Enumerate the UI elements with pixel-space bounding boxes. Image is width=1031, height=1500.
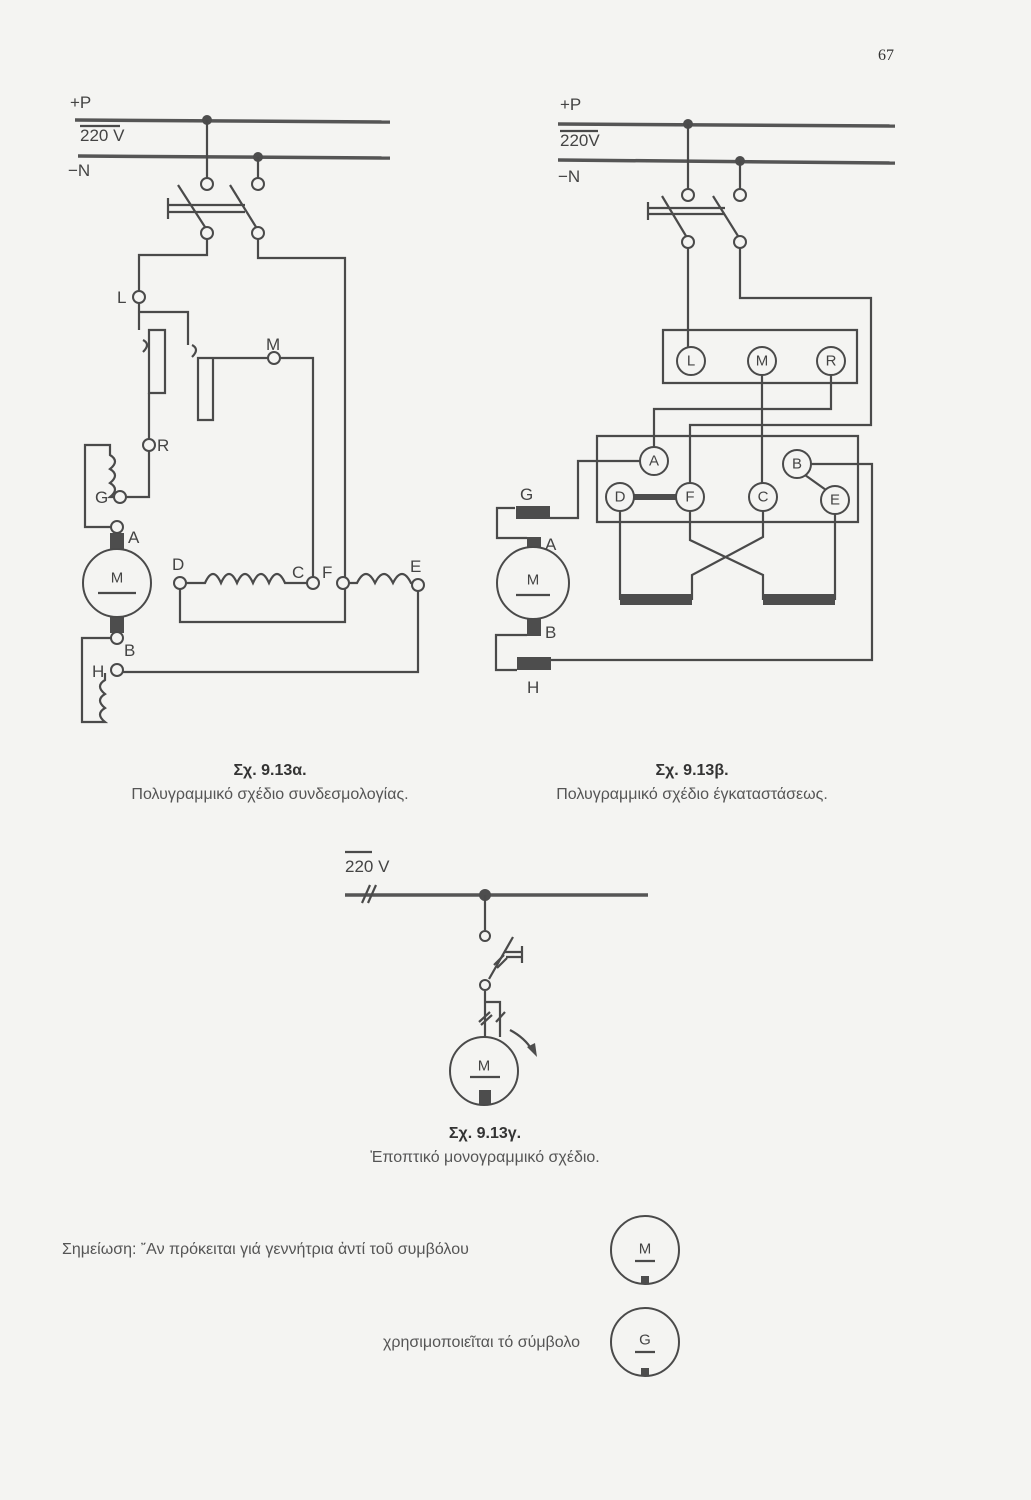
voltage-label: 220V [560, 131, 600, 150]
terminal-B [110, 631, 124, 645]
terminal-C [306, 576, 320, 590]
motor-terminal-D: D [615, 489, 626, 506]
motor-symbol-example: M [610, 1215, 680, 1285]
motor-label: M [527, 572, 540, 589]
starter-terminal-R: R [826, 353, 837, 370]
winding-label-A: A [545, 535, 557, 554]
terminal-C-label: C [292, 563, 304, 582]
motor-terminal-B: B [792, 456, 802, 473]
positive-label: +P [70, 93, 91, 112]
note-line-1: Σημείωση: ῎Αν πρόκειται γιά γεννήτρια ἀν… [62, 1240, 469, 1258]
terminal-F-label: F [322, 563, 332, 582]
negative-label: −N [558, 167, 580, 186]
figure-a-wiring-diagram: +P 220 V −N L M R G M [68, 93, 425, 724]
terminal-L [132, 290, 146, 304]
terminal-A [110, 520, 124, 534]
figure-b-caption-text: Πολυγραμμικό σχέδιο έγκαταστάσεως. [556, 786, 828, 803]
terminal-E-label: E [410, 557, 421, 576]
motor-terminal-A: A [649, 453, 659, 470]
motor-with-windings: M [494, 506, 570, 672]
terminal-E [411, 578, 425, 592]
starter-terminals: L M R [676, 346, 846, 376]
terminal-G-label: G [95, 488, 108, 507]
voltage-label: 220 V [80, 126, 125, 145]
motor-label: M [478, 1058, 491, 1075]
note-line-2: χρησιμοποιεῖται τό σύμβολο [383, 1334, 580, 1351]
voltage-label: 220 V [345, 857, 390, 876]
terminal-F [336, 576, 350, 590]
page-number: 67 [878, 47, 894, 64]
terminal-D-label: D [172, 555, 184, 574]
terminal-G [113, 490, 127, 504]
negative-label: −N [68, 161, 90, 180]
terminal-H [110, 663, 124, 677]
winding-label-G: G [520, 485, 533, 504]
motor-label: M [111, 570, 124, 587]
terminal-R [142, 438, 156, 452]
terminal-M-label: M [266, 335, 280, 354]
figure-a-caption-text: Πολυγραμμικό σχέδιο συνδεσμολογίας. [131, 786, 408, 803]
negative-bus [557, 158, 896, 165]
starter-terminal-M: M [756, 353, 769, 370]
terminal-H-label: H [92, 662, 104, 681]
terminal-A-label: A [128, 528, 140, 547]
figure-c-single-line-diagram: 220 V M [345, 850, 648, 1106]
symbol-generator-label: G [639, 1332, 651, 1349]
motor-terminal-E: E [830, 492, 840, 509]
starter-terminal-L: L [687, 353, 695, 370]
winding-label-H: H [527, 678, 539, 697]
terminal-M [267, 351, 281, 365]
motor-terminal-C: C [758, 489, 769, 506]
winding-label-B: B [545, 623, 556, 642]
motor-terminals: A B D F C E [605, 446, 850, 515]
positive-bus [74, 118, 391, 124]
double-pole-switch [646, 124, 747, 249]
terminal-D [173, 576, 187, 590]
motor-symbol: M [82, 533, 152, 633]
figure-b-installation-diagram: +P 220V −N L M R A B D F C [494, 95, 896, 697]
figure-b-caption-title: Σχ. 9.13β. [655, 762, 728, 779]
figure-c-caption-text: Ἐποπτικό μονογραμμικό σχέδιο. [370, 1149, 600, 1166]
positive-bus [557, 122, 896, 128]
generator-symbol-example: G [610, 1307, 680, 1377]
double-pole-switch [166, 120, 265, 240]
terminal-B-label: B [124, 641, 135, 660]
negative-bus [77, 154, 391, 160]
motor-symbol [449, 1036, 519, 1106]
terminal-R-label: R [157, 436, 169, 455]
positive-label: +P [560, 95, 581, 114]
figure-c-caption-title: Σχ. 9.13γ. [449, 1125, 521, 1142]
motor-terminal-F: F [685, 489, 694, 506]
terminal-L-label: L [117, 288, 126, 307]
symbol-motor-label: M [639, 1241, 652, 1258]
figure-a-caption-title: Σχ. 9.13α. [233, 762, 306, 779]
